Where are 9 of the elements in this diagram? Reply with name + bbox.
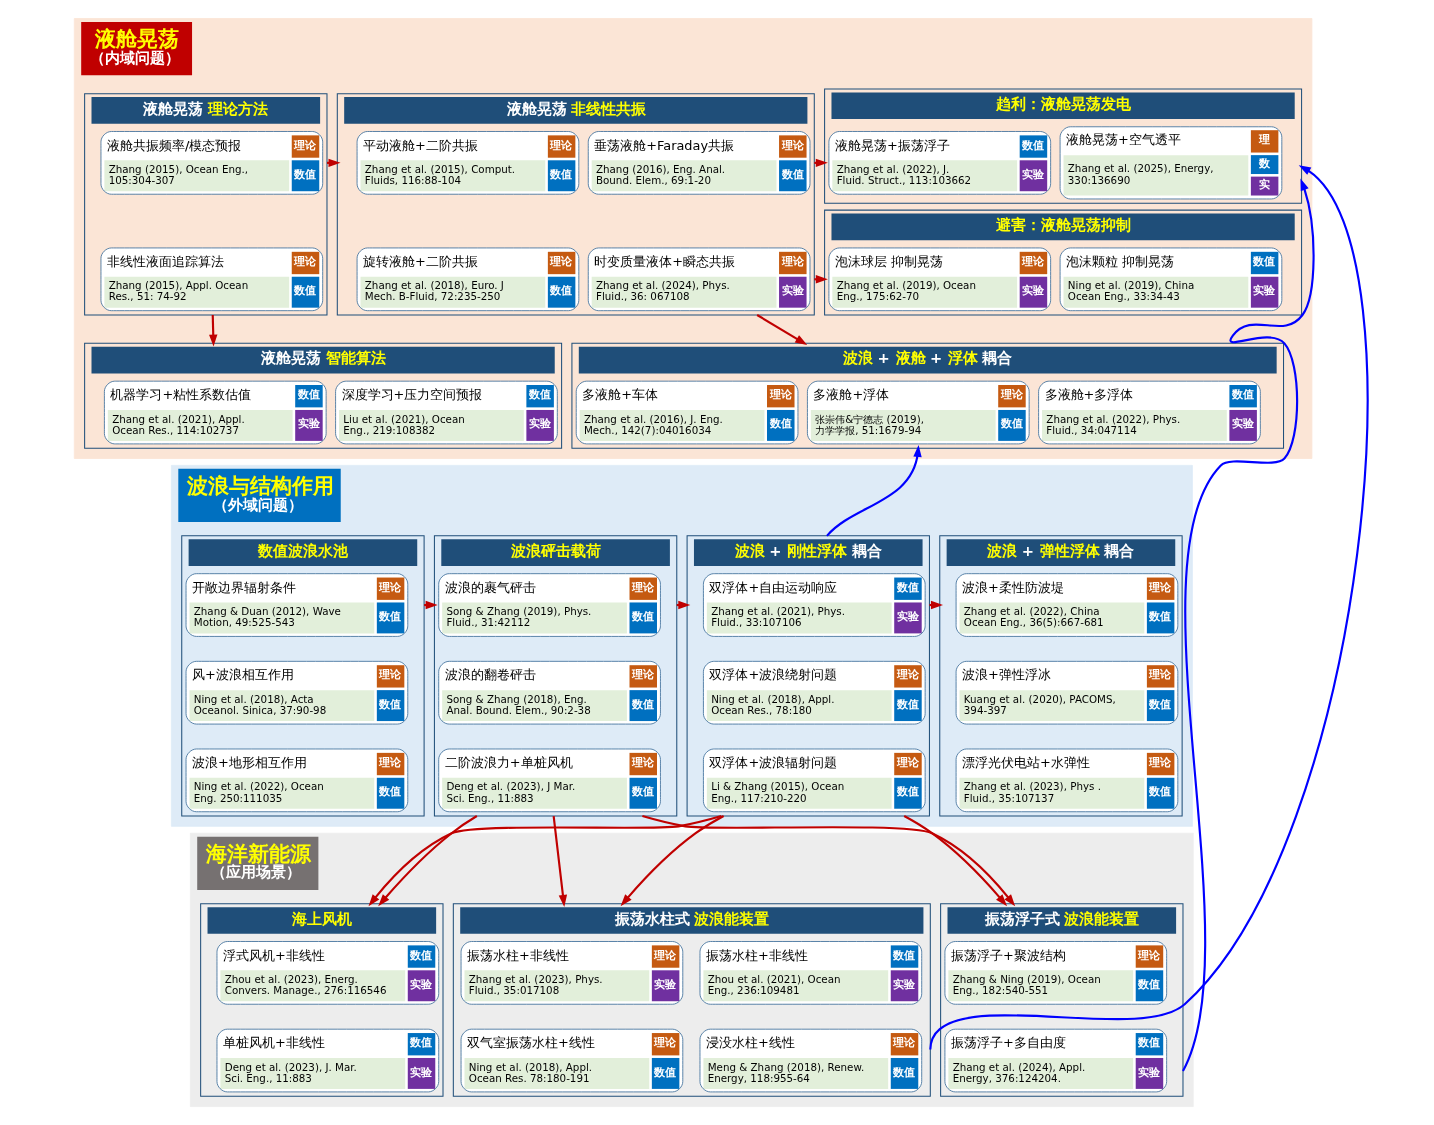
arrow	[903, 815, 1007, 907]
arrow	[208, 314, 217, 347]
arrow	[377, 815, 477, 907]
arrow	[641, 815, 1015, 907]
arrow	[552, 815, 567, 907]
arrow	[756, 314, 807, 345]
arrow	[620, 815, 724, 907]
arrow	[825, 444, 922, 537]
arrow	[368, 815, 722, 907]
